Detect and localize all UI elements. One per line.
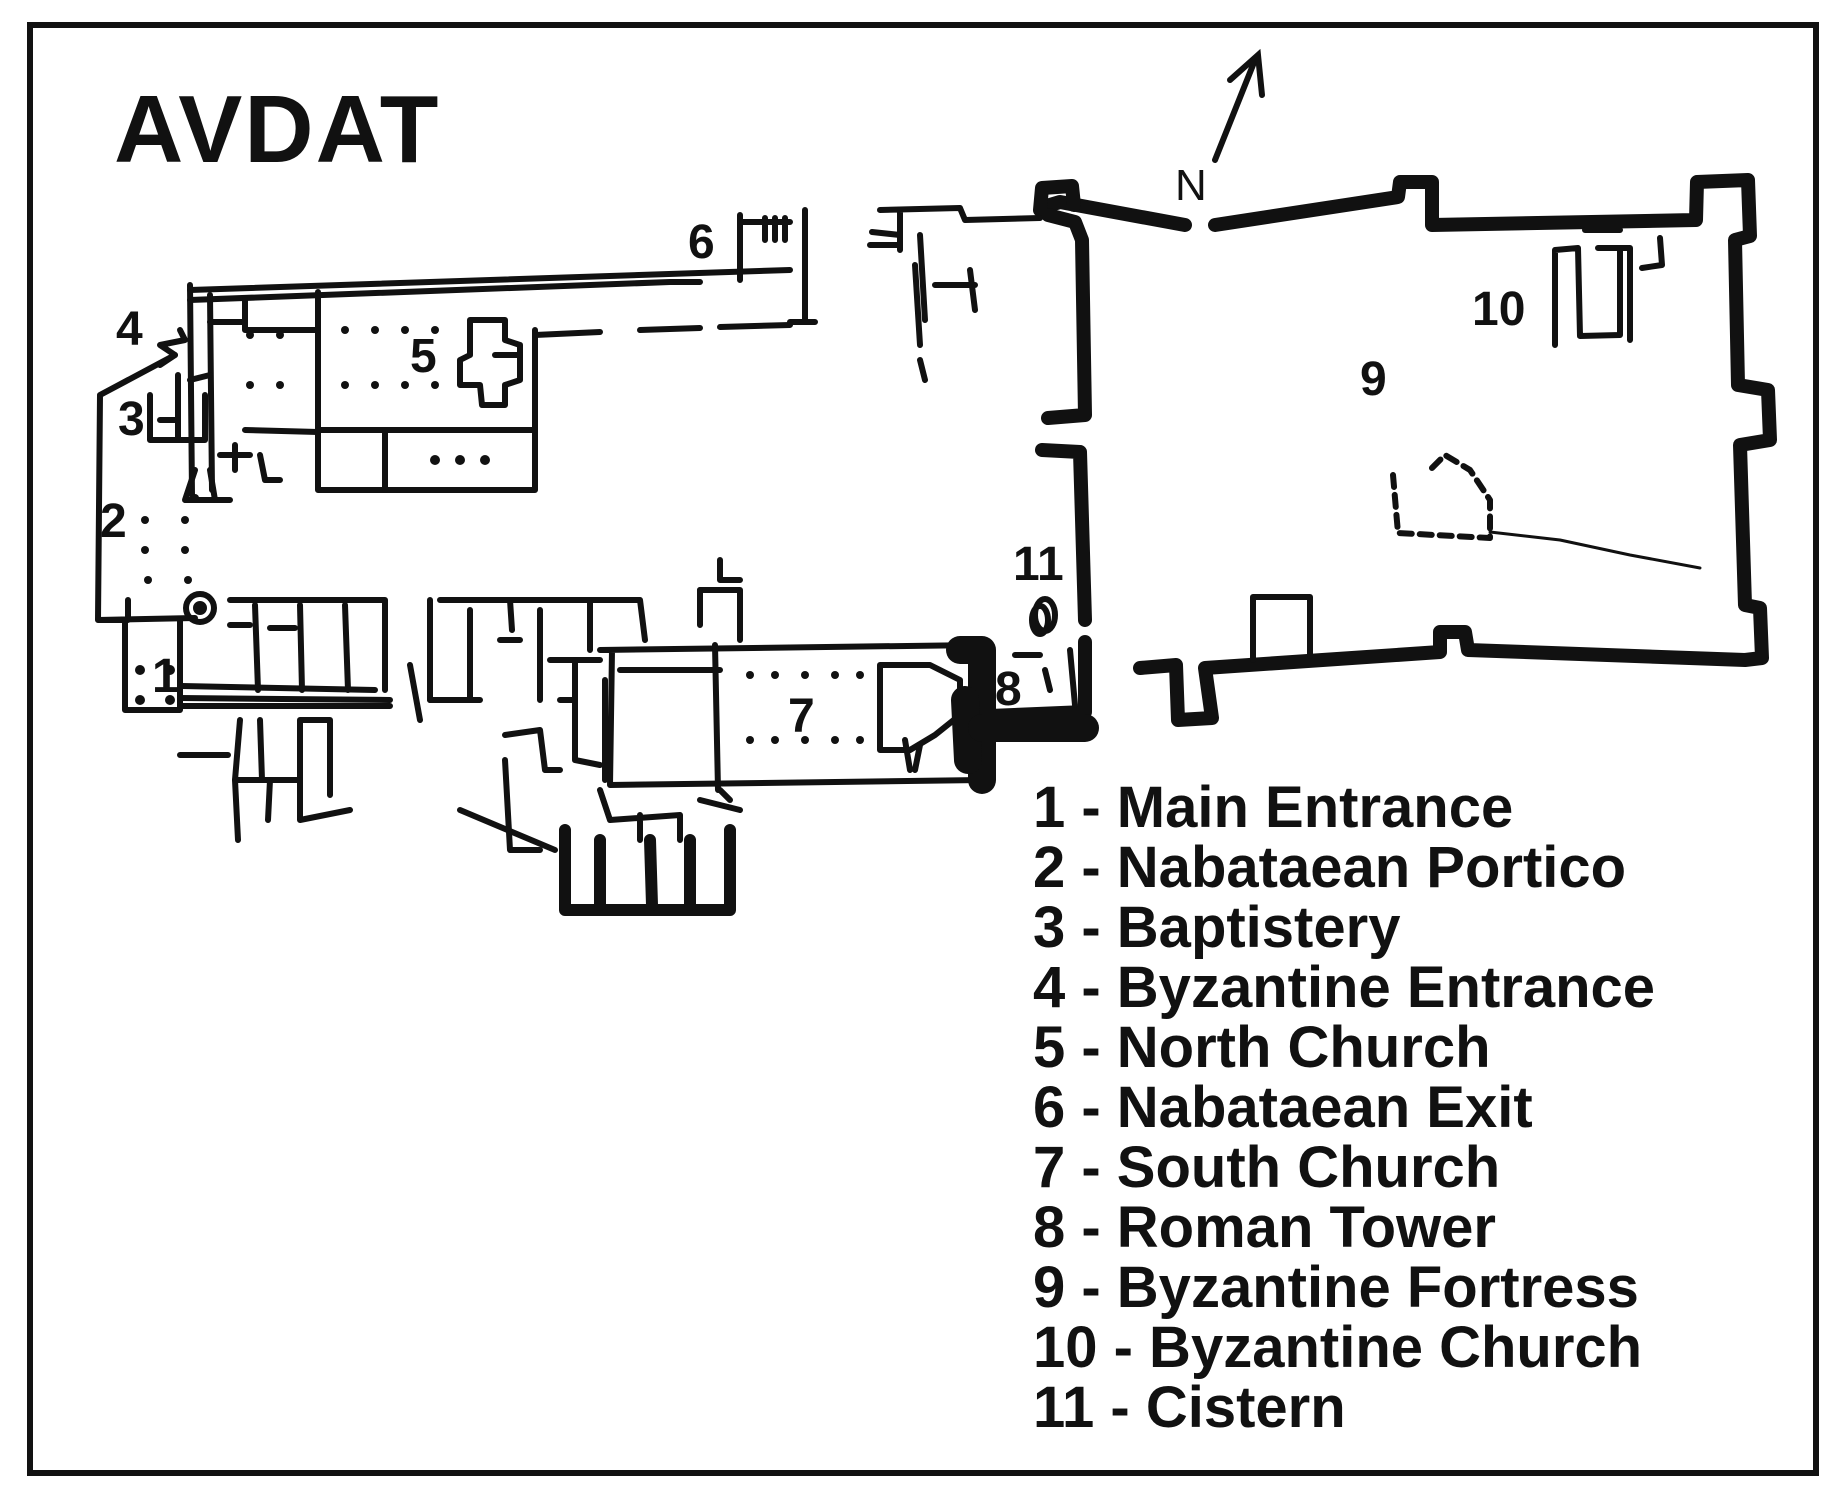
north-wall [187,205,1043,383]
plan-label-7: 7 [788,690,815,743]
south-church [502,642,985,853]
plan-label-11: 11 [1013,538,1064,591]
legend-item: 10 - Byzantine Church [1033,1315,1643,1380]
portico-columns [135,494,199,705]
west-complex [95,282,393,713]
plan-label-9: 9 [1360,353,1387,406]
south-church-apse [946,636,1099,794]
plan-label-5: 5 [410,330,437,383]
legend-item: 11 - Cistern [1033,1375,1346,1440]
plan-label-6: 6 [688,216,715,269]
south-church-columns [746,671,864,744]
north-church-columns [246,326,490,465]
plan-label-1: 1 [152,650,179,703]
legend-item: 7 - South Church [1033,1135,1501,1200]
legend-item: 5 - North Church [1033,1015,1491,1080]
map-legend: 1 - Main Entrance 2 - Nabataean Portico … [1033,778,1655,1438]
legend-item: 1 - Main Entrance [1033,775,1514,840]
fortress-interior [1250,227,1702,663]
plan-label-4: 4 [116,303,143,356]
legend-item: 2 - Nabataean Portico [1033,835,1627,900]
legend-item: 4 - Byzantine Entrance [1033,955,1656,1020]
plan-label-8: 8 [995,663,1022,716]
plan-label-3: 3 [118,393,145,446]
southern-block [559,824,736,916]
legend-item: 3 - Baptistery [1033,895,1401,960]
plan-label-10: 10 [1472,283,1525,336]
map-title: AVDAT [114,76,441,183]
roman-tower [1012,596,1078,708]
plan-labels: 1 2 3 4 5 6 7 8 9 10 11 [100,216,1525,743]
north-label: N [1175,161,1207,210]
plan-label-2: 2 [100,495,127,548]
legend-item: 8 - Roman Tower [1033,1195,1496,1260]
north-church [217,289,538,493]
south-rooms [177,557,743,853]
north-arrow-icon [1212,48,1265,163]
legend-item: 9 - Byzantine Fortress [1033,1255,1639,1320]
fortress-walls [983,173,1777,727]
legend-item: 6 - Nabataean Exit [1033,1075,1533,1140]
